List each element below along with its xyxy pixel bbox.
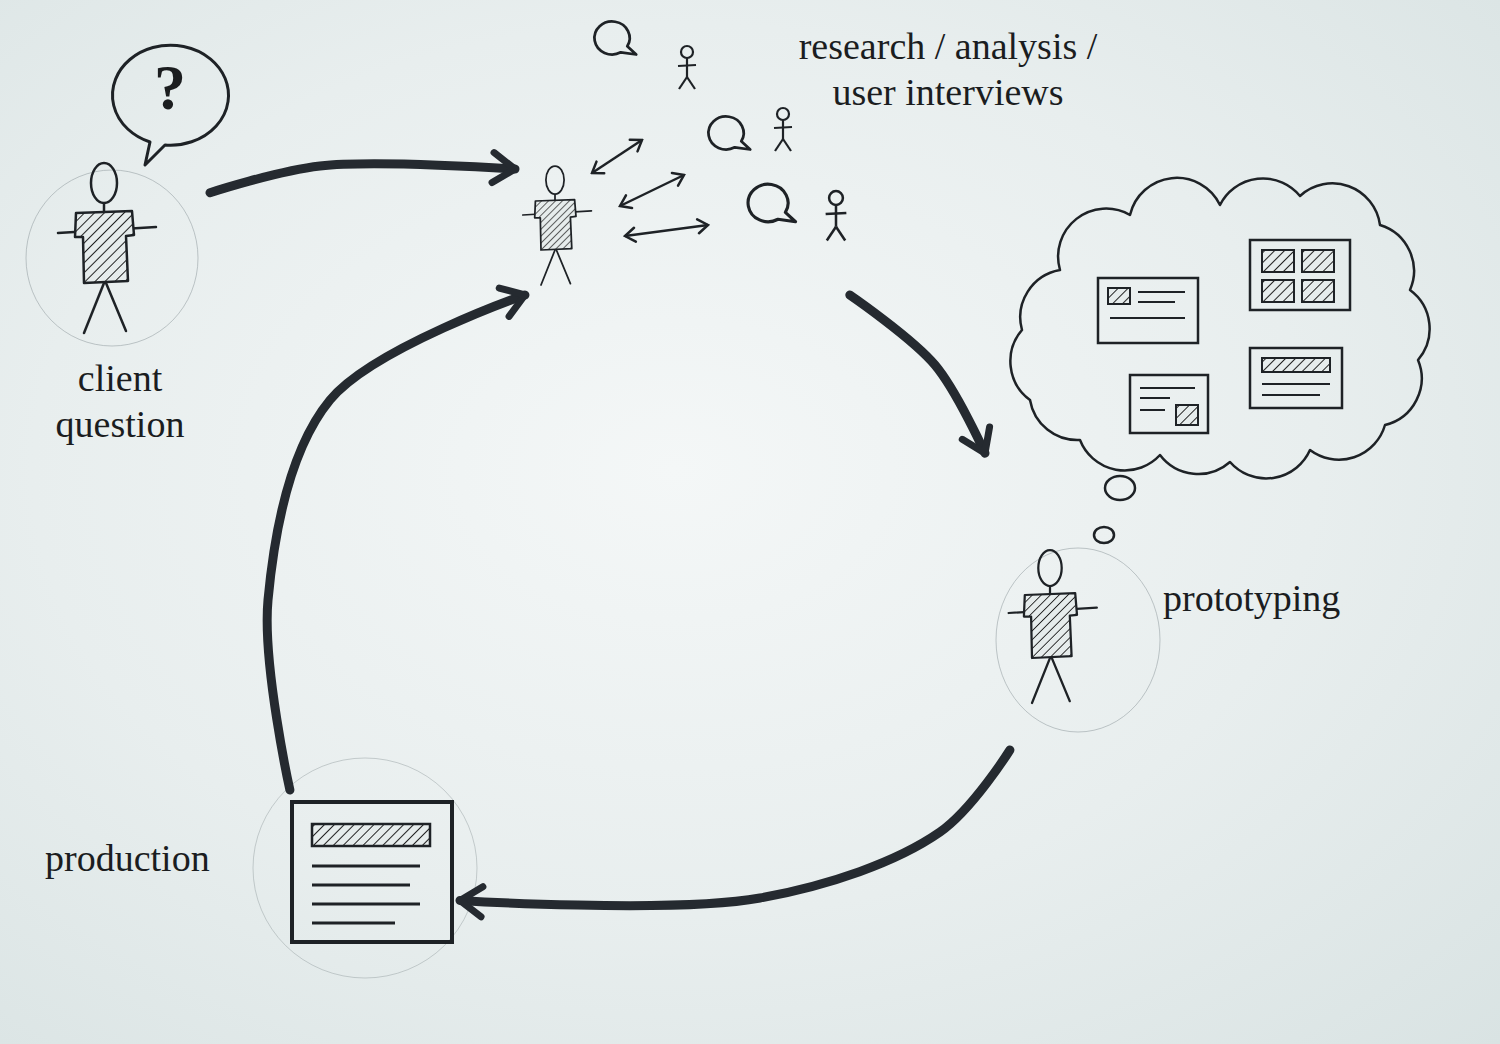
stage-node: prototyping xyxy=(985,190,1430,750)
wireframe-line xyxy=(1140,409,1165,411)
exchange-arrow xyxy=(625,225,708,236)
wireframe xyxy=(1098,278,1198,343)
stage-label: production xyxy=(45,835,260,881)
client-figure xyxy=(58,163,156,333)
wireframe-line xyxy=(1140,397,1170,399)
wireframe-line xyxy=(1262,383,1330,385)
wireframe xyxy=(1130,375,1208,433)
thought-bubble xyxy=(1105,476,1135,500)
wireframe-line xyxy=(1140,387,1195,389)
speech-bubble xyxy=(748,184,795,222)
page-header xyxy=(312,824,430,846)
wireframe-block xyxy=(1262,358,1330,372)
wireframe-block xyxy=(1262,280,1294,302)
user-figure xyxy=(774,108,792,151)
speech-bubble xyxy=(708,116,750,149)
wireframe xyxy=(1250,348,1342,408)
exchange-arrow xyxy=(620,175,684,206)
wireframe-block xyxy=(1262,250,1294,272)
researcher-figure xyxy=(523,166,592,285)
wireframe-block xyxy=(1302,250,1334,272)
cycle-arrow xyxy=(460,750,1010,906)
page-line xyxy=(312,903,420,906)
stage-label: research / analysis / user interviews xyxy=(783,23,1113,115)
prototyper-figure xyxy=(1009,550,1097,703)
stage-label: prototyping xyxy=(1163,575,1403,621)
thought-cloud xyxy=(1010,178,1429,479)
stage-label: client question xyxy=(35,355,205,447)
pencil-circle xyxy=(996,548,1160,732)
wireframe-line xyxy=(1262,394,1320,396)
thought-bubble xyxy=(1094,527,1114,543)
stage-node: production xyxy=(40,790,460,950)
wireframe-block xyxy=(1302,280,1334,302)
wireframe-block xyxy=(1108,288,1130,304)
wireframe-line xyxy=(1138,291,1185,293)
wireframe-line xyxy=(1110,317,1185,319)
page-line xyxy=(312,884,410,887)
production-page xyxy=(292,802,452,942)
question-mark: ? xyxy=(140,52,200,124)
wireframe-line xyxy=(1138,301,1175,303)
wireframe-block xyxy=(1176,405,1198,425)
cycle-arrow xyxy=(850,295,985,453)
cycle-arrow xyxy=(267,295,525,790)
page-line xyxy=(312,865,420,868)
stage-node: research / analysis / user interviews xyxy=(515,15,1135,295)
speech-bubble xyxy=(594,21,636,54)
speech-bubble xyxy=(112,45,228,165)
exchange-arrow xyxy=(592,140,642,173)
cycle-arrow xyxy=(210,164,515,193)
wireframe xyxy=(1250,240,1350,310)
page-line xyxy=(312,922,395,925)
user-figure xyxy=(826,191,847,240)
user-figure xyxy=(678,46,696,89)
